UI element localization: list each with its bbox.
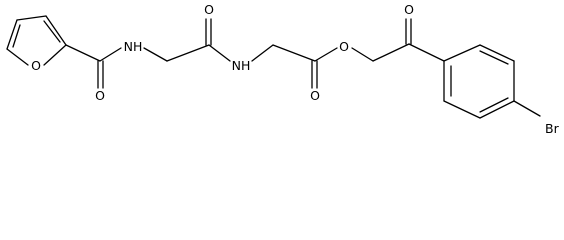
ester-carbonyl-oxygen-label: O: [310, 88, 320, 103]
ketone-oxygen-label: O: [404, 2, 414, 17]
amide2-carbonyl-oxygen-label: O: [204, 2, 214, 17]
amide1-carbonyl-oxygen-label: O: [95, 88, 105, 103]
bromine-label: Br: [545, 121, 560, 136]
furan-ring: [6, 15, 67, 66]
glycine-unit-1: [143, 18, 231, 62]
furoyl-amide: [65, 44, 122, 89]
chemical-structure-diagram: O O NH O NH O O O Br: [6, 2, 560, 136]
amide1-nitrogen-label: NH: [124, 39, 143, 54]
amide2-nitrogen-label: NH: [232, 58, 251, 73]
ester-oxygen-label: O: [339, 39, 349, 54]
furan-oxygen-label: O: [31, 58, 41, 73]
benzene-ring: [443, 44, 541, 119]
glycine-ester-unit: [251, 18, 445, 89]
